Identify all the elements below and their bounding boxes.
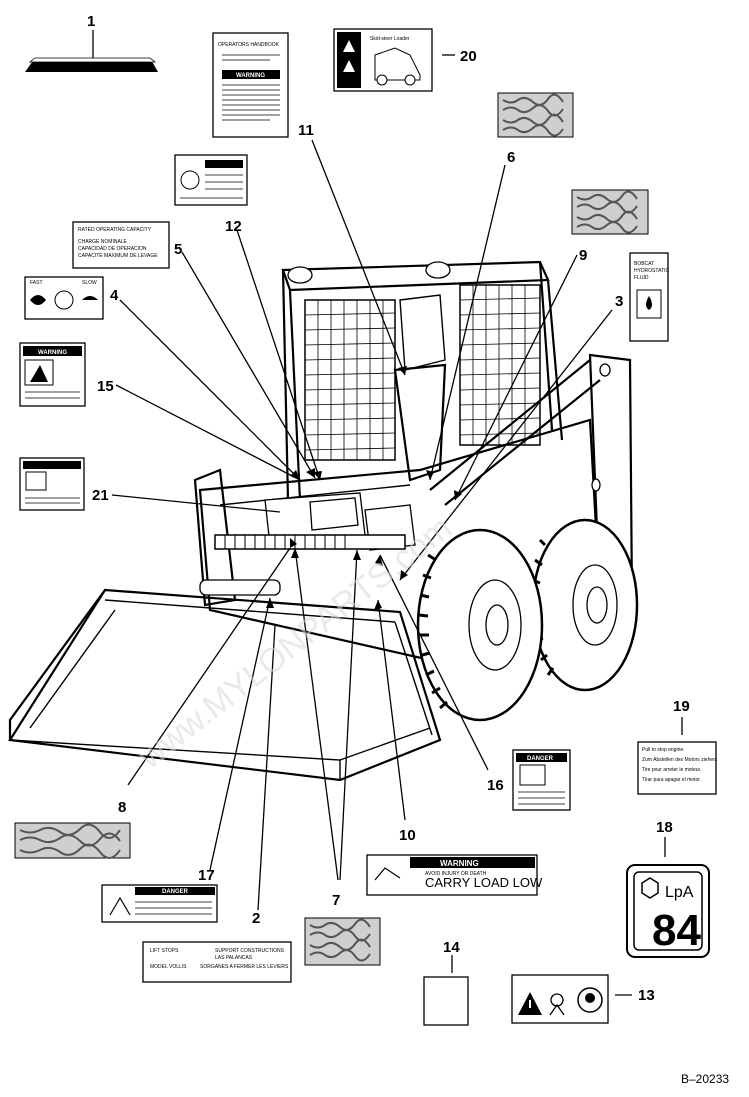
- capacity-line4: CAPACITE MAXIMUM DE LEVAGE: [78, 253, 158, 259]
- callout-16: 16: [487, 777, 504, 794]
- decal-19-stop-engine: Pull to stop engine. Zum Abstellen des M…: [637, 741, 717, 795]
- textured-decal: [497, 92, 574, 138]
- liftarm-line5: SORGANES A FERMER LES LEVIERS: [200, 964, 289, 970]
- slow-label: SLOW: [82, 280, 97, 286]
- carry-main: CARRY LOAD LOW: [425, 875, 543, 890]
- reference-code: B–20233: [681, 1072, 729, 1086]
- decal-rated-capacity: RATED OPERATING CAPACITY CHARGE NOMINALE…: [72, 221, 170, 269]
- danger-16-label: DANGER: [527, 756, 554, 762]
- decal-operators-handbook: OPERATORS HANDBOOK WARNING: [212, 32, 289, 138]
- noise-label: LpA: [665, 884, 694, 901]
- decal-1-strip: [25, 57, 158, 72]
- handbook-title: OPERATORS HANDBOOK: [218, 42, 280, 48]
- stop-line4: Tirar para apagar el motor.: [642, 777, 701, 783]
- callout-4: 4: [110, 287, 119, 304]
- callout-2: 2: [252, 910, 260, 927]
- loader-label-text: Skid-steer Loader: [370, 36, 410, 42]
- hydro-line1: BOBCAT: [634, 261, 654, 267]
- stop-line2: Zum Abstellen des Motors ziehen.: [642, 757, 717, 763]
- hydro-line3: FLUID: [634, 275, 649, 281]
- callout-14: 14: [443, 939, 460, 956]
- liftarm-line3: LAS PALANCAS: [215, 955, 253, 961]
- decal-avoid-injury-left: [19, 457, 85, 511]
- carry-warning: WARNING: [440, 859, 479, 868]
- warning-left-label: WARNING: [38, 350, 67, 356]
- callout-20: 20: [460, 48, 477, 65]
- carry-sub: AVOID INJURY OR DEATH: [425, 871, 487, 877]
- textured-decal: [304, 917, 381, 966]
- capacity-line1: RATED OPERATING CAPACITY: [78, 227, 152, 233]
- callout-18: 18: [656, 819, 673, 836]
- callout-8: 8: [118, 799, 126, 816]
- danger-17-label: DANGER: [162, 889, 189, 895]
- rear-tire: [531, 518, 639, 692]
- liftarm-line1: LIFT STOPS: [150, 948, 179, 954]
- decal-14-blank: [423, 976, 469, 1026]
- liftarm-line2: SUPPORT CONSTRUCTIONS: [215, 948, 285, 954]
- decal-2-lift-arm: LIFT STOPS SUPPORT CONSTRUCTIONS LAS PAL…: [142, 941, 292, 983]
- callout-6: 6: [507, 149, 515, 166]
- decal-lubrication: [174, 154, 248, 206]
- callout-19: 19: [673, 698, 690, 715]
- liftarm-line4: MODEL VOLLIS: [150, 964, 187, 970]
- capacity-line3: CAPACIDAD DE OPERACION: [78, 246, 147, 252]
- callout-21: 21: [92, 487, 109, 504]
- decal-18-noise-level: LpA 84: [626, 864, 710, 958]
- callout-3: 3: [615, 293, 623, 310]
- callout-12: 12: [225, 218, 242, 235]
- callout-7: 7: [332, 892, 340, 909]
- fast-label: FAST: [30, 280, 43, 286]
- decal-10-carry-load-low: WARNING AVOID INJURY OR DEATH CARRY LOAD…: [366, 854, 543, 896]
- arrowheads: [266, 366, 462, 610]
- stop-line3: Tire pour arreter le moteur.: [642, 767, 701, 773]
- noise-value: 84: [652, 906, 701, 955]
- callout-13: 13: [638, 987, 655, 1004]
- decal-3-hydrostatic-fluid: BOBCAT HYDROSTATIC FLUID: [629, 252, 669, 342]
- decal-fast-slow: FAST SLOW: [24, 276, 104, 320]
- textured-decal: [14, 822, 131, 859]
- callout-11: 11: [298, 122, 314, 139]
- decal-16-danger: DANGER: [512, 749, 571, 811]
- callout-5: 5: [174, 241, 182, 258]
- callout-15: 15: [97, 378, 114, 395]
- leader-lines: [92, 30, 683, 996]
- callout-1: 1: [87, 13, 95, 30]
- skid-steer-loader-drawing: [8, 260, 639, 782]
- textured-decal: [571, 189, 649, 235]
- decal-17-danger: DANGER: [101, 884, 218, 923]
- decal-13-pictograms: [511, 974, 609, 1024]
- callout-10: 10: [399, 827, 416, 844]
- cage-mesh: [304, 284, 541, 461]
- decal-20-loader: Skid-steer Loader: [333, 28, 433, 92]
- capacity-line2: CHARGE NOMINALE: [78, 239, 128, 245]
- callout-numbers: 1 2 3 4 5 6 7 8 9 10 11 12 13 14 15 16 1…: [87, 13, 690, 1004]
- callout-9: 9: [579, 247, 587, 264]
- handbook-warning: WARNING: [236, 73, 265, 79]
- stop-line1: Pull to stop engine.: [642, 747, 685, 753]
- front-tire: [416, 528, 544, 722]
- hydro-line2: HYDROSTATIC: [634, 268, 669, 274]
- decal-warning-left: WARNING: [19, 342, 86, 407]
- callout-17: 17: [198, 867, 215, 884]
